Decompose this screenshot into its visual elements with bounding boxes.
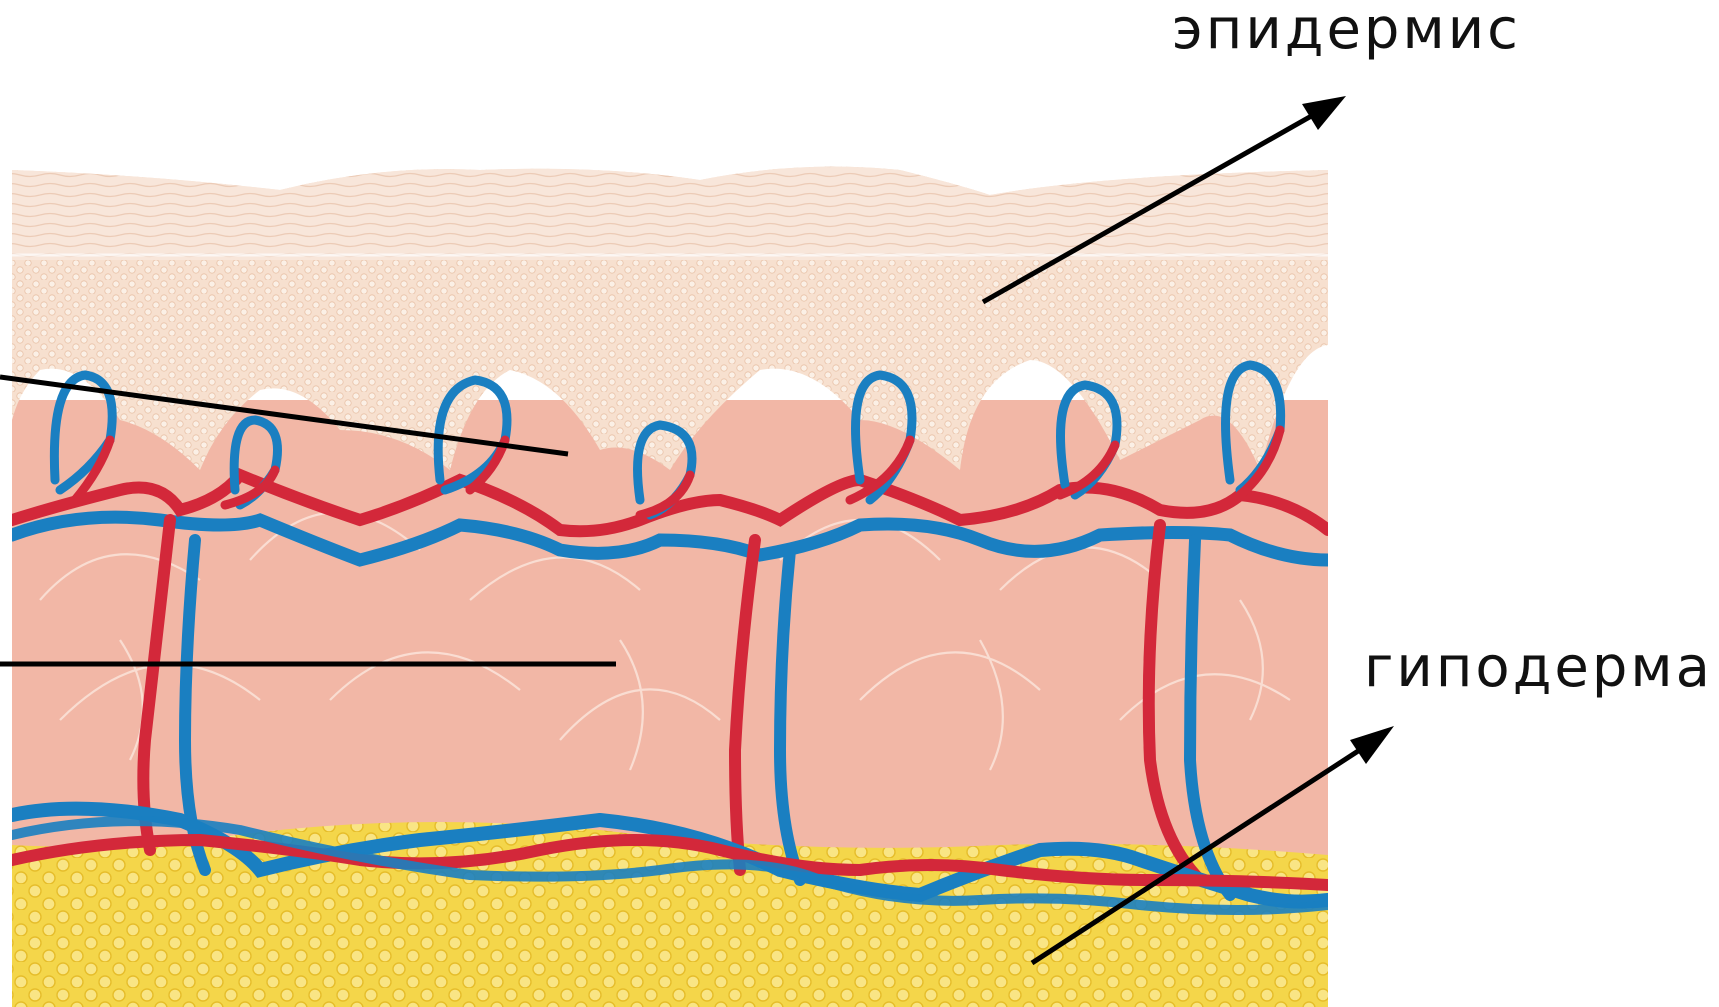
stratum-corneum xyxy=(12,167,1328,260)
arrowhead-hypodermis xyxy=(1350,726,1394,764)
epidermis-label: эпидермис xyxy=(1172,2,1521,58)
hypodermis-label: гиподерма xyxy=(1364,640,1713,696)
arrowhead-epidermis xyxy=(1302,96,1346,130)
